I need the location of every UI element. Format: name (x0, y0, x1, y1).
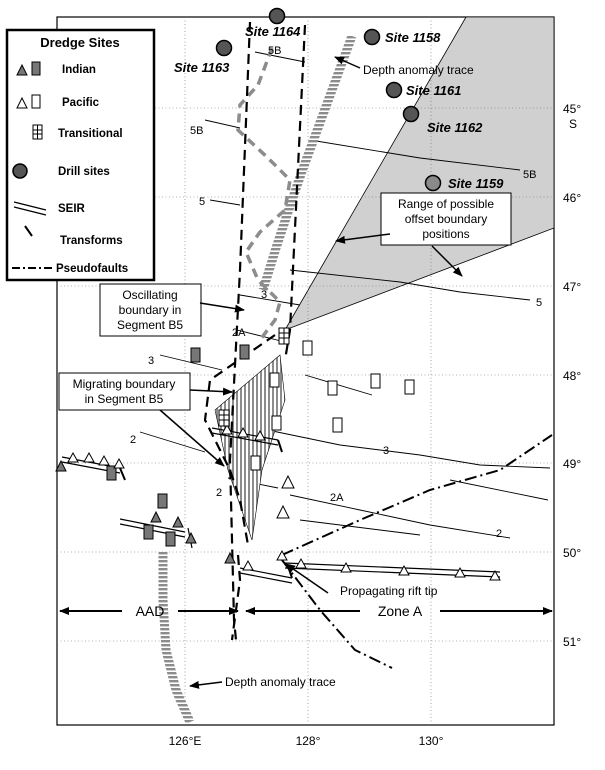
svg-text:50°: 50° (563, 546, 581, 560)
propagating-label: Propagating rift tip (340, 584, 438, 598)
svg-text:48°: 48° (563, 369, 581, 383)
iso-label: 3 (148, 355, 154, 367)
drill-site-1164 (268, 7, 286, 25)
isochron-lines (139, 51, 551, 539)
migrating-boundary-wedge (214, 354, 286, 541)
label-site-1162: Site 1162 (427, 120, 483, 135)
svg-text:Migrating boundary: Migrating boundary (73, 377, 176, 391)
oscillating-boundary (236, 47, 292, 342)
svg-text:49°: 49° (563, 457, 581, 471)
label-site-1158: Site 1158 (385, 30, 441, 45)
drill-site-1161 (385, 81, 403, 99)
svg-text:128°: 128° (296, 734, 321, 748)
legend-seir: SEIR (58, 203, 86, 215)
legend-transitional: Transitional (58, 128, 123, 140)
arrow-depth-anomaly-bottom (189, 680, 223, 689)
svg-text:positions: positions (422, 227, 469, 241)
iso-label: 2 (216, 487, 222, 499)
arrow-oscillating (199, 302, 245, 313)
iso-label: 3 (383, 445, 389, 457)
migrating-box: Migrating boundary in Segment B5 (58, 372, 191, 411)
iso-label: 2A (232, 327, 246, 339)
pseudofaults (281, 434, 553, 669)
isochron-labels: 5B 5B 5B 5 5 3 3 3 2A 2A 2 2 2 (130, 45, 542, 540)
iso-label: 3 (261, 289, 267, 301)
label-site-1161: Site 1161 (406, 83, 461, 98)
arrow-range-left (335, 233, 391, 244)
arrow-range-down (431, 245, 463, 277)
pacific-dredge-sites (67, 340, 501, 581)
svg-text:in Segment B5: in Segment B5 (85, 392, 164, 406)
depth-anomaly-label-bottom: Depth anomaly trace (225, 675, 336, 689)
legend-indian: Indian (62, 64, 96, 76)
label-site-1164: Site 1164 (245, 24, 301, 39)
transitional-dredge-sites (218, 327, 290, 427)
arrow-migrating-1 (189, 387, 233, 396)
iso-label: 5 (536, 297, 542, 309)
svg-text:boundary in: boundary in (119, 303, 182, 317)
arrow-depth-anomaly-top (334, 56, 361, 69)
drill-site-1163 (215, 39, 233, 57)
svg-text:offset boundary: offset boundary (405, 212, 488, 226)
range-box: Range of possible offset boundary positi… (380, 192, 512, 246)
iso-label: 2 (130, 434, 136, 446)
zone-a-label: Zone A (378, 603, 423, 619)
black-dashed-lines (203, 21, 307, 641)
legend-transforms: Transforms (60, 235, 123, 247)
drill-site-1158 (363, 28, 381, 46)
svg-text:130°: 130° (419, 734, 444, 748)
label-site-1159: Site 1159 (448, 176, 504, 191)
legend-pacific: Pacific (62, 97, 100, 109)
offset-range-sector (284, 16, 555, 331)
svg-text:S: S (569, 117, 577, 131)
drill-site-markers (215, 7, 442, 192)
lat-tick-labels: 45° S 46° 47° 48° 49° 50° 51° (563, 102, 581, 649)
iso-label: 5B (523, 169, 536, 181)
svg-text:47°: 47° (563, 280, 581, 294)
depth-anomaly-traces (158, 34, 357, 724)
drill-site-1159 (424, 174, 442, 192)
svg-text:45°: 45° (563, 102, 581, 116)
arrow-propagating (285, 563, 329, 594)
oscillating-box: Oscillating boundary in Segment B5 (99, 283, 202, 337)
lon-tick-labels: 126°E 128° 130° (169, 734, 444, 748)
depth-anomaly-trace-bottom (158, 552, 195, 724)
iso-label: 2A (330, 492, 344, 504)
iso-label: 5B (268, 45, 281, 57)
legend-title: Dredge Sites (40, 35, 119, 50)
legend-pseudofaults: Pseudofaults (56, 263, 128, 275)
iso-label: 5 (199, 196, 205, 208)
svg-text:126°E: 126°E (169, 734, 202, 748)
depth-anomaly-label-top: Depth anomaly trace (363, 63, 474, 77)
svg-text:Oscillating: Oscillating (122, 288, 177, 302)
arrow-migrating-2 (159, 409, 225, 467)
legend-drill: Drill sites (58, 166, 110, 178)
iso-label: 2 (496, 528, 502, 540)
indian-dredge-sites (55, 344, 250, 564)
svg-text:46°: 46° (563, 191, 581, 205)
svg-text:51°: 51° (563, 635, 581, 649)
iso-label: 5B (190, 125, 203, 137)
svg-text:Range of possible: Range of possible (398, 197, 494, 211)
label-site-1163: Site 1163 (174, 60, 230, 75)
drill-site-1162 (402, 105, 420, 123)
legend: Dredge Sites Indian Pacific Transitional… (5, 28, 156, 282)
zone-aad-label: AAD (136, 603, 165, 619)
depth-anomaly-trace-top (258, 34, 357, 292)
svg-text:Segment B5: Segment B5 (117, 318, 183, 332)
